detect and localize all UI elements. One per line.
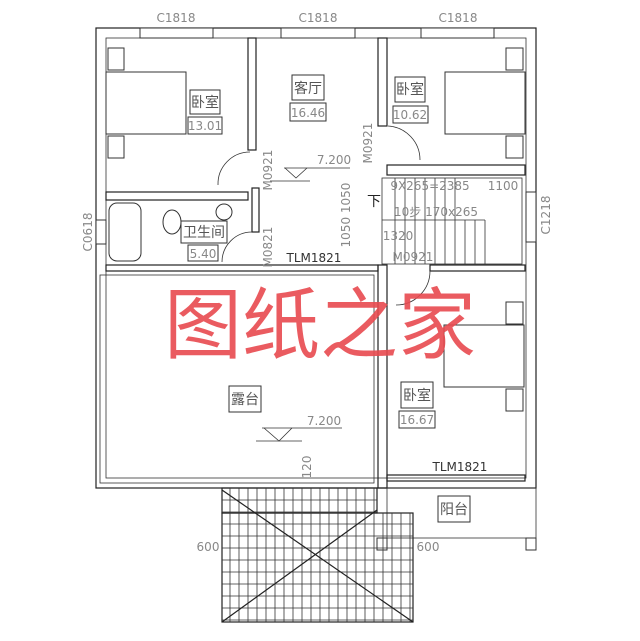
room-bedroom-nw: 卧室 13.01 [187,89,223,135]
stair-steps-label: 10步 170x265 [394,205,478,219]
svg-text:阳台: 阳台 [440,502,468,518]
bathtub-icon [108,202,142,262]
door-label: M0921 [361,123,375,164]
svg-text:10.62: 10.62 [393,108,427,122]
bed-icon [105,47,526,412]
window-label: C1218 [539,196,553,235]
room-bedroom-ne: 卧室 10.62 [392,76,429,124]
door-label: TLM1821 [432,460,488,474]
window-label: C1818 [157,11,196,25]
elevation-mark: 7.200 [256,414,342,442]
window-label: C1818 [439,11,478,25]
sink-icon [215,203,233,221]
stair-dims-label: 1050 1050 [339,183,353,248]
stair-landing-label: 1100 [488,179,519,193]
staircase [381,177,523,265]
stair-down-label: 下 [367,194,381,210]
svg-text:16.67: 16.67 [400,413,434,427]
svg-text:露台: 露台 [231,392,259,408]
door-swings [217,125,431,306]
door-label: M0921 [393,250,434,264]
svg-text:卧室: 卧室 [191,94,219,111]
svg-text:7.200: 7.200 [317,153,351,167]
door-label: TLM1821 [286,251,342,265]
room-bedroom-se: 卧室 16.67 [398,381,436,429]
dimension-label: 120 [300,456,314,479]
svg-text:卧室: 卧室 [396,81,424,98]
svg-text:卧室: 卧室 [403,387,431,404]
room-bathroom: 卫生间 5.40 [180,220,228,262]
room-balcony: 阳台 [437,495,471,523]
svg-text:16.46: 16.46 [291,106,325,120]
room-living: 客厅 16.46 [289,74,327,122]
window-label: C0618 [81,213,95,252]
stair-run-label: 9X265=2385 [390,179,469,193]
dimension-label: 600 [197,540,220,554]
dimension-label: 600 [417,540,440,554]
watermark: 图纸之家 [164,281,476,371]
window-label: C1818 [299,11,338,25]
toilet-icon [162,209,182,235]
svg-text:13.01: 13.01 [188,119,222,133]
room-terrace: 露台 [228,385,262,413]
svg-text:卫生间: 卫生间 [183,225,225,241]
svg-text:5.40: 5.40 [190,247,217,261]
door-label: M0821 [261,227,275,268]
elevation-mark: 7.200 [270,153,351,182]
door-label: M0921 [261,150,275,191]
svg-text:客厅: 客厅 [294,80,322,97]
roof-tiles [221,487,414,623]
windows [95,27,537,245]
svg-text:7.200: 7.200 [307,414,341,428]
stair-width-label: 1320 [383,229,414,243]
